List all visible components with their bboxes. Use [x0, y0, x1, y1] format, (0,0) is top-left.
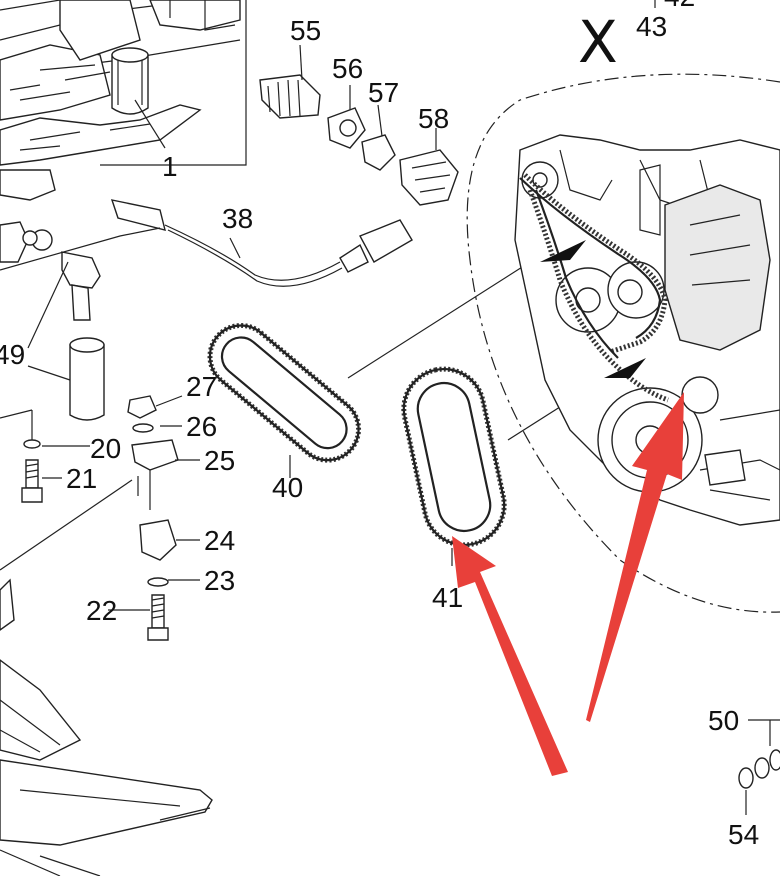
callout-50: 50: [708, 705, 739, 736]
callout-26: 26: [186, 411, 217, 442]
callout-38: 38: [222, 203, 253, 234]
callout-20: 20: [90, 433, 121, 464]
callout-21: 21: [66, 463, 97, 494]
detail-marker-x: X: [578, 8, 618, 76]
callout-27: 27: [186, 371, 217, 402]
leader-line-belt-40: [347, 247, 553, 379]
callout-labels: 1 20 21 22 23 24 25 26 27 38 40 41 42 43…: [0, 0, 759, 850]
callout-55: 55: [290, 15, 321, 46]
callout-25: 25: [204, 445, 235, 476]
callout-42: 42: [664, 0, 695, 12]
callout-49: 49: [0, 339, 25, 370]
drive-belt-part-41: [401, 366, 507, 566]
callout-56: 56: [332, 53, 363, 84]
red-arrow-to-installed-belt: [586, 392, 684, 722]
detail-view-x: [466, 73, 780, 613]
washer-parts-50-54: [738, 719, 780, 815]
engine-frame-assembly: [0, 0, 247, 421]
callout-54: 54: [728, 819, 759, 850]
callout-58: 58: [418, 103, 449, 134]
fastener-parts-20-27: [0, 395, 200, 641]
belt-direction-pointer: [540, 240, 586, 262]
callout-40: 40: [272, 472, 303, 503]
callout-57: 57: [368, 77, 399, 108]
red-arrow-to-belt-41: [452, 536, 568, 776]
callout-41: 41: [432, 582, 463, 613]
belt-direction-pointer-2: [604, 358, 646, 378]
callout-22: 22: [86, 595, 117, 626]
callout-1: 1: [162, 151, 178, 182]
sensor-parts-55-58: [259, 44, 459, 206]
drive-belt-part-40: [207, 322, 362, 478]
callout-24: 24: [204, 525, 235, 556]
sensor-cable-part-38: [0, 199, 413, 287]
callout-43: 43: [636, 11, 667, 42]
mounting-tray: [0, 659, 213, 876]
callout-23: 23: [204, 565, 235, 596]
